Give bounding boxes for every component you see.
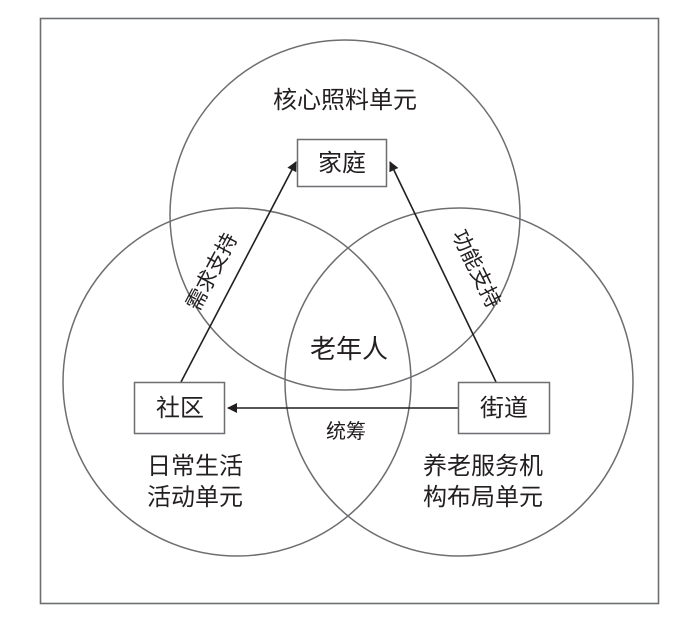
unit-elderly-service-line-2: 构布局单元 <box>423 483 543 511</box>
node-family-label: 家庭 <box>318 149 366 177</box>
edge-label-demand-support: 需求支持 <box>182 229 243 314</box>
unit-elderly-service-line-1: 养老服务机 <box>423 452 543 480</box>
unit-core-care-label: 核心照料单元 <box>273 86 417 114</box>
center-label: 老年人 <box>310 335 388 365</box>
circle-core-care <box>169 39 521 391</box>
outer-frame <box>39 17 660 605</box>
circle-daily-life <box>62 207 412 557</box>
arrow-street-to-family <box>389 161 497 383</box>
node-community-label: 社区 <box>156 394 204 422</box>
circle-elderly-service <box>284 207 634 557</box>
node-street-label: 街道 <box>480 394 528 422</box>
node-street: 街道 <box>457 381 551 435</box>
arrow-community-to-family <box>180 161 297 383</box>
unit-daily-life-line-2: 活动单元 <box>147 483 243 511</box>
node-community: 社区 <box>133 381 226 435</box>
unit-daily-life-line-1: 日常生活 <box>147 452 243 480</box>
node-family: 家庭 <box>296 138 388 188</box>
edge-label-coordination: 统筹 <box>326 419 366 443</box>
